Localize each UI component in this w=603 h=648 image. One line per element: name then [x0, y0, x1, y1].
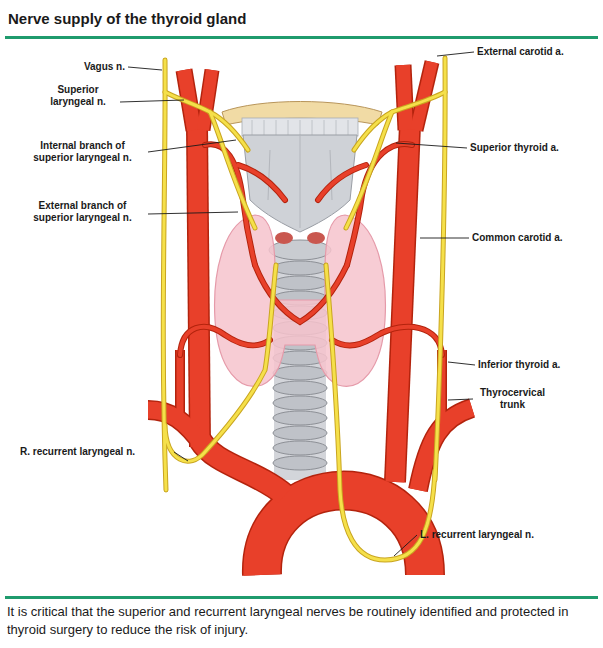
artery — [148, 62, 472, 575]
thyroid-artery — [238, 165, 285, 200]
rule-line — [5, 36, 598, 599]
leader-line — [120, 100, 184, 102]
leader-line — [437, 52, 474, 56]
rule-line — [5, 36, 598, 39]
thyroid-cartilage — [252, 120, 348, 135]
thyroid-artery — [180, 144, 442, 355]
trachea — [273, 366, 327, 380]
part-label: Internal branch of superior laryngeal n. — [20, 140, 145, 163]
artery — [148, 62, 472, 575]
rule-line — [5, 596, 598, 599]
thyroid-artery — [180, 327, 270, 355]
thyroid-artery — [238, 165, 285, 200]
artery — [197, 125, 200, 447]
nerve — [435, 58, 445, 480]
part-label: Thyrocervical trunk — [475, 387, 550, 410]
artery — [418, 408, 472, 490]
leader-line — [394, 535, 417, 556]
nerve — [326, 265, 435, 560]
leader-line — [396, 143, 467, 148]
nerve — [165, 265, 276, 461]
artery — [395, 125, 410, 482]
figure-caption: It is critical that the superior and rec… — [7, 603, 599, 638]
trachea — [273, 396, 327, 410]
thyroid-artery — [255, 265, 347, 322]
artery — [416, 62, 432, 130]
thyroid-cartilage — [275, 232, 293, 244]
leader-line — [128, 67, 162, 70]
nerve — [210, 112, 248, 150]
thyroid-artery — [332, 327, 442, 355]
nerve — [392, 92, 445, 112]
part-label: External carotid a. — [477, 46, 597, 58]
nerve — [210, 112, 255, 228]
part-label: Superior laryngeal n. — [38, 84, 118, 107]
thyroid-artery — [180, 327, 270, 355]
nerve — [354, 112, 392, 150]
leader-line — [148, 140, 236, 152]
thyroid-cartilage — [268, 135, 332, 228]
artery — [418, 408, 472, 490]
leader-line — [448, 399, 473, 400]
artery — [416, 62, 432, 130]
nerve — [346, 112, 392, 228]
artery — [177, 350, 184, 420]
trachea — [273, 411, 327, 425]
leader-line — [448, 362, 475, 365]
nerve — [165, 92, 210, 112]
part-label: Superior thyroid a. — [470, 142, 595, 154]
artery — [197, 125, 200, 447]
part-label: Inferior thyroid a. — [478, 359, 598, 371]
nerve — [326, 265, 435, 560]
nerve — [165, 92, 210, 112]
nerve — [435, 58, 445, 480]
leader-line — [174, 452, 188, 461]
leader-line — [420, 238, 469, 239]
nerve — [346, 112, 392, 228]
trachea — [273, 426, 327, 440]
leader-line — [120, 52, 475, 556]
thyroid-cartilage — [307, 232, 325, 244]
artery — [175, 350, 185, 420]
artery — [200, 440, 285, 495]
thyroid-gland — [215, 215, 386, 386]
leader-line — [148, 212, 238, 214]
thyroid-gland — [215, 215, 386, 386]
artery — [395, 125, 410, 482]
artery — [203, 70, 212, 130]
trachea — [273, 276, 327, 290]
part-label: L. recurrent laryngeal n. — [420, 529, 595, 541]
nerve — [163, 58, 445, 560]
artery — [203, 70, 212, 130]
trachea — [273, 441, 327, 455]
trachea — [273, 456, 327, 470]
nerve — [163, 58, 445, 560]
thyroid-artery — [332, 327, 442, 355]
thyroid-artery — [180, 144, 442, 355]
artery — [403, 65, 406, 130]
thyroid-cartilage — [242, 118, 358, 136]
nerve — [165, 265, 276, 461]
trachea — [273, 381, 327, 395]
part-label: R. recurrent laryngeal n. — [20, 446, 172, 458]
artery — [200, 440, 285, 495]
thyroid-artery — [255, 265, 347, 322]
part-label: Vagus n. — [45, 61, 125, 73]
trachea — [273, 261, 327, 275]
trachea — [274, 255, 326, 480]
nerve — [210, 112, 255, 228]
part-label: Common carotid a. — [472, 232, 597, 244]
trachea — [269, 240, 331, 260]
figure-title: Nerve supply of the thyroid gland — [8, 10, 246, 27]
part-label: External branch of superior laryngeal n. — [20, 200, 145, 223]
nerve — [392, 92, 445, 112]
artery — [403, 65, 406, 130]
